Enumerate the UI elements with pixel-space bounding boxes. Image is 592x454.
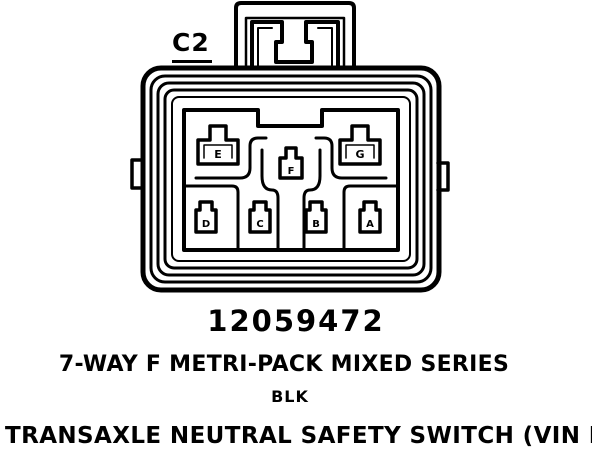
terminal-label-g: G [355, 148, 364, 161]
terminal-label-f: F [288, 166, 295, 177]
connector-housing [140, 65, 442, 293]
terminal-cavity-f [278, 146, 304, 180]
terminal-cavity-g [338, 124, 382, 166]
terminal-cavity-a [358, 200, 382, 234]
terminal-label-a: A [366, 219, 374, 230]
side-latch-right [436, 161, 450, 192]
terminal-label-c: C [256, 219, 263, 230]
locking-tab [234, 1, 356, 70]
terminal-label-e: E [214, 148, 222, 161]
connector-id-label: C2 [172, 28, 210, 57]
terminal-label-d: D [202, 219, 210, 230]
terminal-cavity-d [194, 200, 218, 234]
component-name: TRANSAXLE NEUTRAL SAFETY SWITCH (VIN L) [5, 423, 592, 449]
terminal-label-b: B [312, 219, 320, 230]
terminal-cavity-b [304, 200, 328, 234]
connector-id-underline [172, 60, 212, 63]
cavity-ribs [184, 136, 398, 250]
terminal-cavity-e [196, 124, 240, 166]
connector-color: BLK [271, 387, 309, 406]
connector-series: 7-WAY F METRI-PACK MIXED SERIES [58, 352, 510, 377]
part-number: 12059472 [207, 304, 385, 338]
side-latch-left [130, 158, 145, 190]
terminal-cavity-c [248, 200, 272, 234]
